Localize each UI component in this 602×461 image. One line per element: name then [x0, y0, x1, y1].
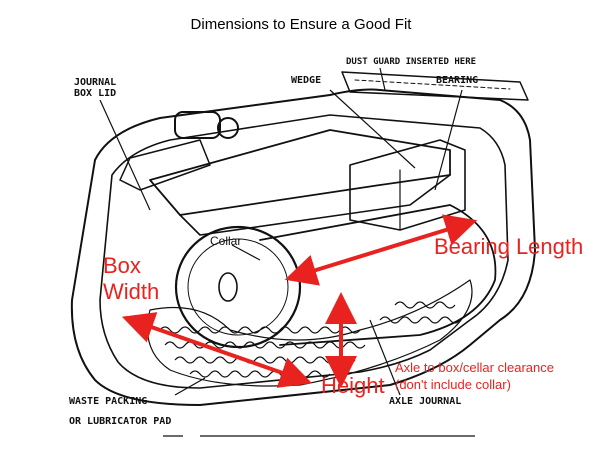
- dim-height: Height: [321, 373, 385, 398]
- label-bearing: BEARING: [436, 75, 479, 86]
- wedge-shape: [149, 129, 451, 216]
- label-dust-guard: DUST GUARD INSERTED HERE: [346, 57, 477, 67]
- label-wedge: WEDGE: [291, 75, 322, 86]
- box-inner-outline: [99, 114, 509, 389]
- box-width-arrow: [121, 312, 313, 388]
- bearing-shape: [349, 139, 466, 231]
- bearing-length-arrow: [284, 214, 478, 286]
- label-collar: Collar: [210, 234, 242, 248]
- label-journal-box-lid: JOURNAL BOX LID: [74, 77, 117, 99]
- dim-bearing-length: Bearing Length: [434, 234, 584, 259]
- collar-hole: [218, 272, 238, 302]
- dim-clearance: Axle to box/cellar clearance (don't incl…: [395, 360, 554, 392]
- dim-box-width: Box Width: [103, 253, 160, 304]
- leader-lines: [99, 67, 463, 396]
- dust-guard-slot: [341, 71, 529, 101]
- label-axle-journal: AXLE JOURNAL: [389, 396, 462, 407]
- journal-box-lid: [119, 139, 211, 191]
- diagram-title: Dimensions to Ensure a Good Fit: [190, 16, 412, 33]
- hinge: [217, 117, 239, 139]
- label-waste-packing: WASTE PACKING OR LUBRICATOR PAD: [69, 396, 172, 427]
